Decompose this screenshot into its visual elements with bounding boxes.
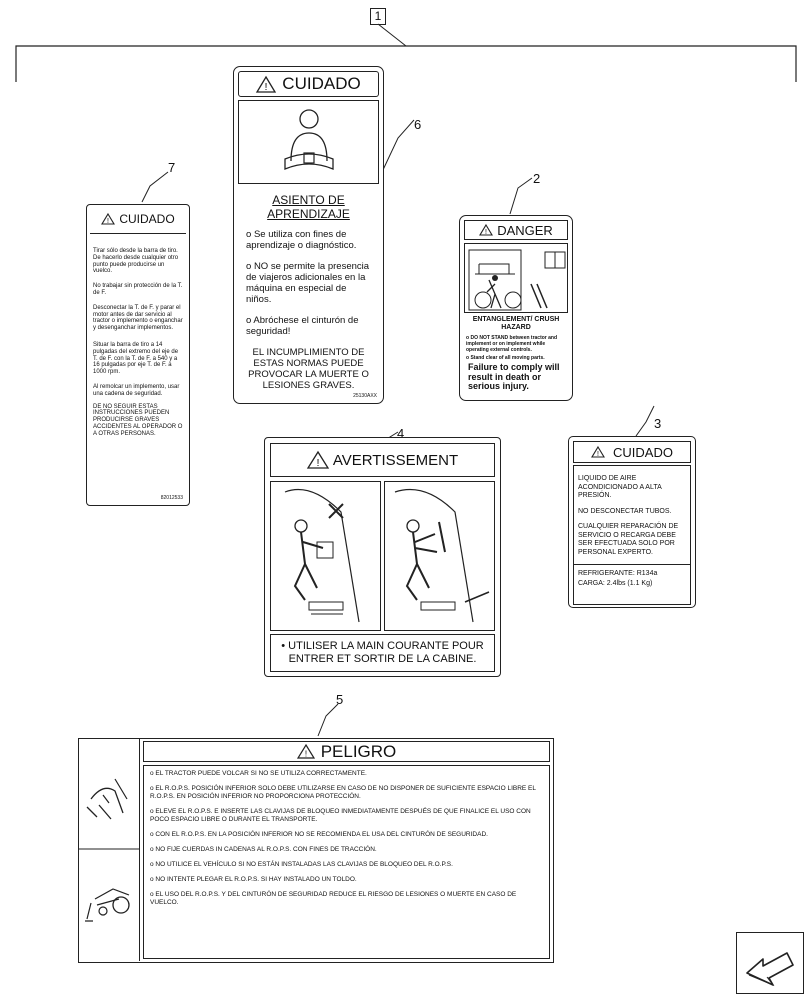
- svg-text:!: !: [316, 458, 319, 469]
- callout-6: 6: [414, 117, 422, 132]
- decal-7-header: ! CUIDADO: [90, 205, 186, 234]
- warning-triangle-icon: !: [306, 450, 330, 469]
- decal-5-item-6: NO UTILICE EL VEHÍCULO SI NO ESTÁN INSTA…: [150, 861, 543, 869]
- decal-2-warning: Failure to comply will result in death o…: [468, 362, 560, 391]
- decal-4-pictogram-right: [384, 481, 495, 631]
- decal-6-text-panel: ASIENTO DE APRENDIZAJE Se utiliza con fi…: [238, 187, 379, 401]
- decal-2-danger-entanglement: ! DANGER ENTANGLEMENT/ CRUSH HAZARD DO N…: [459, 215, 573, 401]
- callout-5: 5: [336, 692, 344, 707]
- decal-5-peligro-rops: ! PELIGRO EL TRACTOR PUEDE VOLCAR SI NO …: [78, 738, 554, 963]
- callout-3: 3: [654, 416, 662, 431]
- callout-7: 7: [168, 160, 176, 175]
- decal-5-header: ! PELIGRO: [143, 741, 550, 762]
- svg-text:!: !: [107, 218, 109, 225]
- decal-7-item-2: No trabajar sin protección de la T. de F…: [93, 283, 183, 296]
- decal-7-item-4: Situar la barra de tiro a 14 pulgadas de…: [93, 341, 179, 376]
- decal-5-item-7: NO INTENTE PLEGAR EL R.O.P.S. SI HAY INS…: [150, 876, 543, 884]
- decal-3-p1: LIQUIDO DE AIRE ACONDICIONADO A ALTA PRE…: [578, 475, 662, 499]
- svg-text:!: !: [265, 82, 268, 93]
- svg-text:!: !: [485, 229, 487, 236]
- callout-1: 1: [370, 8, 386, 25]
- decal-2-header: ! DANGER: [464, 220, 568, 240]
- arrow-icon: [746, 952, 794, 987]
- climb-wrong-icon: [284, 488, 360, 623]
- warning-triangle-icon: !: [101, 212, 116, 225]
- decal-5-item-8: EL USO DEL R.O.P.S. Y DEL CINTURÓN DE SE…: [150, 891, 543, 907]
- decal-6-p2: NO se permite la presencia de viajeros a…: [246, 261, 373, 305]
- decal-5-item-2: EL R.O.P.S. POSICIÓN INFERIOR SOLO DEBE …: [150, 785, 543, 801]
- callout-2: 2: [533, 171, 541, 186]
- tractor-crush-icon: [468, 249, 566, 311]
- svg-text:!: !: [597, 451, 599, 458]
- callout-4: 4: [397, 426, 405, 441]
- rollover-icon: [79, 778, 139, 922]
- decal-2-pictogram: [464, 243, 568, 313]
- decal-6-warning: EL INCUMPLIMIENTO DE ESTAS NORMAS PUEDE …: [248, 347, 369, 391]
- warning-triangle-icon: !: [296, 743, 315, 759]
- decal-5-pictogram-column: [79, 739, 140, 961]
- decal-4-text: • UTILISER LA MAIN COURANTE POUR ENTRER …: [281, 640, 484, 665]
- decal-3-ref1: REFRIGERANTE: R134a: [578, 570, 658, 577]
- decal-7-pto-drawbar: ! CUIDADO Tirar sólo desde la barra de t…: [86, 204, 190, 506]
- decal-6-code: 25130AXX: [353, 393, 377, 399]
- decal-7-item-3: Desconectar la T. de F. y parar el motor…: [93, 304, 183, 332]
- decal-2-b2: Stand clear of all moving parts.: [466, 355, 566, 361]
- decal-5-item-3: ELEVE EL R.O.P.S. E INSERTE LAS CLAVIJAS…: [150, 808, 543, 824]
- decal-6-p3: Abróchese el cinturón de seguridad!: [246, 315, 373, 337]
- decal-6-header: ! CUIDADO: [238, 71, 379, 97]
- decal-5-body: EL TRACTOR PUEDE VOLCAR SI NO SE UTILIZA…: [143, 765, 550, 959]
- decal-3-p2: NO DESCONECTAR TUBOS.: [578, 507, 672, 515]
- svg-text:!: !: [305, 750, 307, 759]
- decal-3-header: ! CUIDADO: [573, 441, 691, 463]
- decal-2-b1: DO NOT STAND between tractor and impleme…: [466, 335, 566, 353]
- seat-belt-icon: [284, 109, 334, 170]
- decal-3-ref2: CARGA: 2.4lbs (1.1 Kg): [578, 579, 653, 587]
- decal-4-pictogram-left: [270, 481, 381, 631]
- warning-triangle-icon: !: [256, 75, 277, 93]
- decal-7-code: 82012533: [160, 495, 183, 501]
- decal-3-p3: CUALQUIER REPARACIÓN DE SERVICIO O RECAR…: [578, 523, 679, 556]
- decal-7-warning: DE NO SEGUIR ESTAS INSTRUCCIONES PUEDEN …: [93, 403, 183, 437]
- decal-6-title: ASIENTO DE APRENDIZAJE: [267, 193, 350, 221]
- decal-2-title: ENTANGLEMENT/ CRUSH HAZARD: [472, 316, 560, 331]
- climb-right-icon: [394, 488, 490, 623]
- decal-3-ac-refrigerant: ! CUIDADO LIQUIDO DE AIRE ACONDICIONADO …: [568, 436, 696, 608]
- decal-3-body: LIQUIDO DE AIRE ACONDICIONADO A ALTA PRE…: [573, 465, 691, 605]
- decal-4-avertissement-handrail: ! AVERTISSEMENT • UTILISER LA MAIN COURA…: [264, 437, 501, 677]
- decal-6-learning-seat: ! CUIDADO ASIENTO DE APRENDIZAJE Se util…: [233, 66, 384, 404]
- decal-4-header: ! AVERTISSEMENT: [270, 443, 495, 477]
- decal-7-item-5: Al remolcar un implemento, usar una cade…: [93, 383, 180, 397]
- warning-triangle-icon: !: [479, 223, 494, 236]
- warning-triangle-icon: !: [591, 445, 605, 458]
- decal-5-item-5: NO FIJE CUERDAS IN CADENAS AL R.O.P.S. C…: [150, 846, 543, 854]
- decal-6-p1: Se utiliza con fines de aprendizaje o di…: [246, 229, 373, 251]
- decal-5-item-1: EL TRACTOR PUEDE VOLCAR SI NO SE UTILIZA…: [150, 770, 543, 778]
- decal-4-text-panel: • UTILISER LA MAIN COURANTE POUR ENTRER …: [270, 634, 495, 672]
- decal-7-item-1: Tirar sólo desde la barra de tiro. De ha…: [93, 248, 179, 275]
- previous-page-arrow-button[interactable]: [736, 932, 804, 994]
- decal-5-item-4: CON EL R.O.P.S. EN LA POSICIÓN INFERIOR …: [150, 831, 543, 839]
- decal-6-seat-picture: [238, 100, 379, 184]
